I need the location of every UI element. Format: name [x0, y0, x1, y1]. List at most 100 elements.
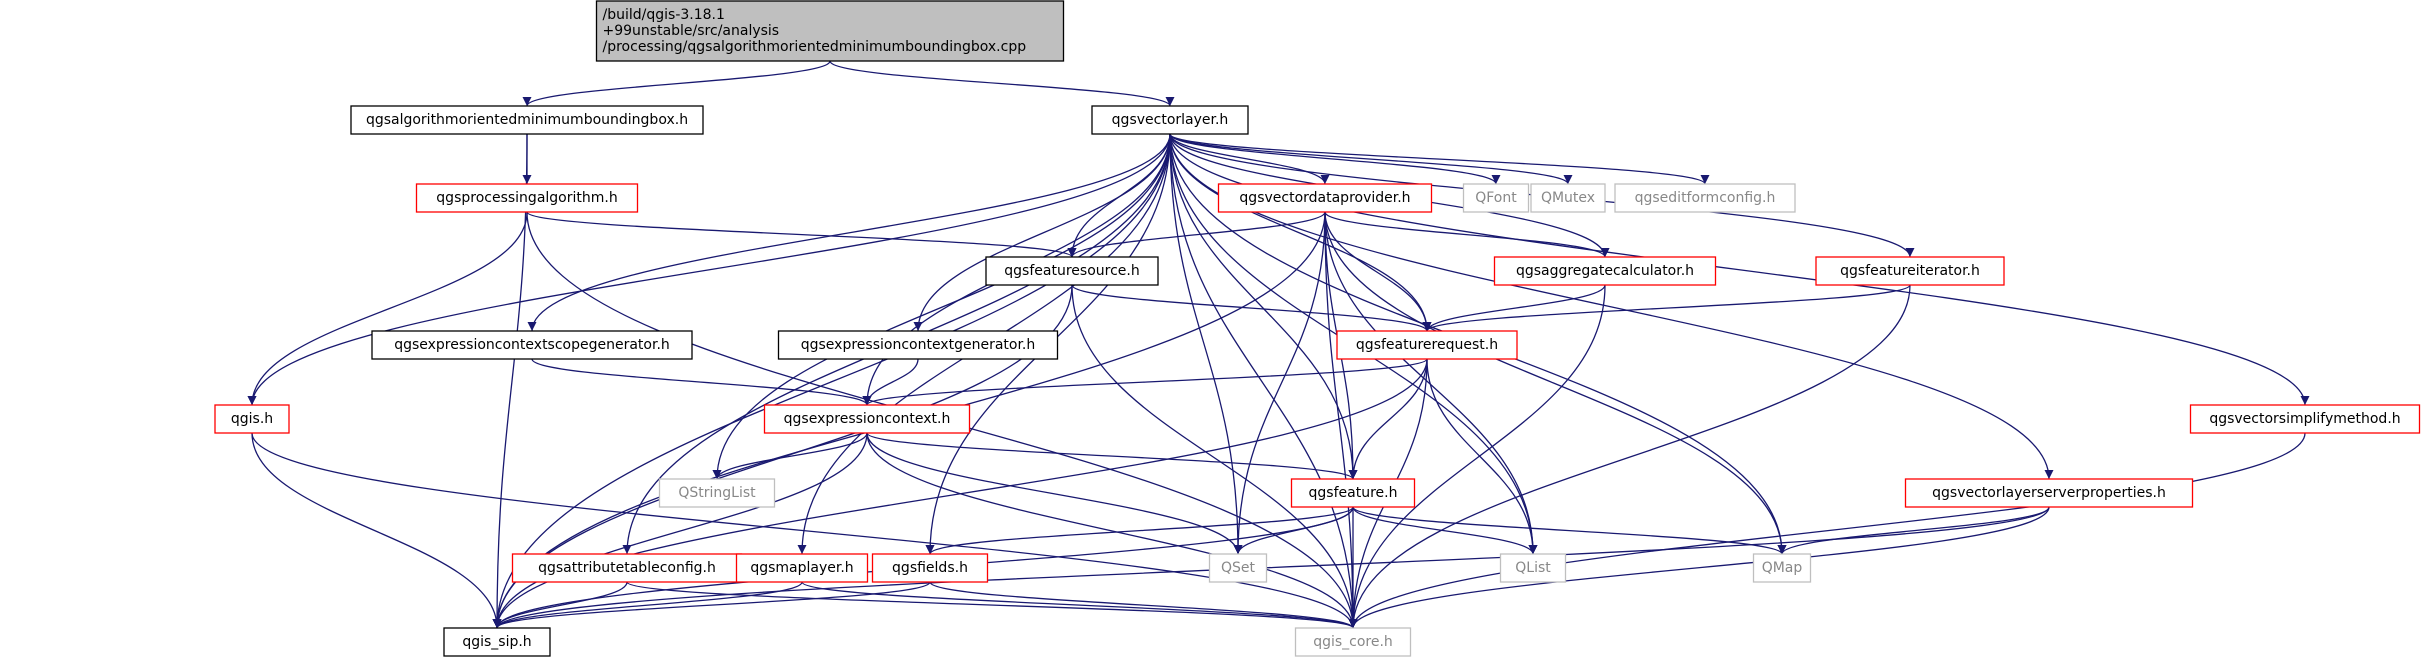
- node-attrtable-h[interactable]: qgsattributetableconfig.h: [511, 553, 743, 583]
- node-ecsg-h[interactable]: qgsexpressioncontextscopegenerator.h: [371, 330, 693, 360]
- dependency-edge: [626, 581, 1358, 629]
- node-box: [1091, 105, 1249, 135]
- node-box: [371, 330, 693, 360]
- node-box: [735, 553, 869, 583]
- node-label: qgseditformconfig.h: [1635, 190, 1776, 206]
- dependency-edge: [492, 581, 628, 629]
- node-label: qgsexpressioncontext.h: [784, 411, 951, 427]
- node-label: qgsvectordataprovider.h: [1239, 190, 1410, 206]
- dependency-edge-aggcalc_h-to-featreq_h: [1422, 284, 1606, 332]
- node-box: [1294, 627, 1412, 657]
- node-box: [415, 183, 639, 213]
- node-label: qgis.h: [231, 411, 273, 427]
- dependency-edge: [801, 581, 1358, 629]
- dependency-edge: [1348, 358, 1428, 480]
- node-feature-h[interactable]: qgsfeature.h: [1290, 478, 1416, 508]
- node-label: qgsprocessingalgorithm.h: [436, 190, 617, 206]
- dependency-edge-attrtable_h-to-sip_h: [492, 581, 628, 629]
- node-box: [214, 404, 290, 434]
- dependency-edge-vectorlayer_h-to-ecsg_h: [527, 133, 1171, 332]
- dependency-edge: [1169, 133, 1330, 185]
- node-featreq-h[interactable]: qgsfeaturerequest.h: [1336, 330, 1518, 360]
- node-box: [1336, 330, 1518, 360]
- dependency-edge-qgis_h-to-sip_h: [251, 432, 502, 629]
- node-simplify-h[interactable]: qgsvectorsimplifymethod.h: [2189, 404, 2421, 434]
- dependency-edge: [492, 506, 2050, 629]
- node-qgis-h[interactable]: qgis.h: [214, 404, 290, 434]
- dependency-edge-exprctx_h-to-qstringlist: [712, 432, 868, 480]
- node-label: qgis_core.h: [1313, 634, 1393, 650]
- node-box: [350, 105, 704, 135]
- dependency-edge-vectorlayer_h-to-vdp_h: [1169, 133, 1330, 185]
- dependency-edge: [492, 432, 868, 629]
- dependency-edge-vlsp_h-to-sip_h: [492, 506, 2050, 629]
- node-fields-h[interactable]: qgsfields.h: [871, 553, 989, 583]
- node-label: qgsfeature.h: [1309, 485, 1398, 501]
- node-featiter-h[interactable]: qgsfeatureiterator.h: [1815, 256, 2005, 286]
- dependency-edge: [1777, 506, 2050, 555]
- node-maplayer-h[interactable]: qgsmaplayer.h: [735, 553, 869, 583]
- dependency-edge-vdp_h-to-qlist: [1324, 211, 1538, 555]
- node-label: /build/qgis-3.18.1: [603, 7, 725, 23]
- dependency-edge: [1067, 211, 1326, 258]
- node-ecg-h[interactable]: qgsexpressioncontextgenerator.h: [777, 330, 1059, 360]
- node-featsource-h[interactable]: qgsfeaturesource.h: [985, 256, 1159, 286]
- node-ombb-h[interactable]: qgsalgorithmorientedminimumboundingbox.h: [350, 105, 704, 135]
- dependency-edge: [1169, 133, 1710, 185]
- dependency-edge: [247, 133, 1171, 406]
- node-label: qgis_sip.h: [462, 634, 531, 650]
- dependency-edge: [1348, 284, 1606, 629]
- node-aggcalc-h[interactable]: qgsaggregatecalculator.h: [1493, 256, 1717, 286]
- dependency-edge: [1426, 358, 1538, 555]
- dependency-edge: [492, 581, 803, 629]
- node-label: +99unstable/src/analysis: [603, 23, 780, 39]
- node-box: [1752, 553, 1812, 583]
- node-box: [1208, 553, 1268, 583]
- dependency-edge-vectorlayer_h-to-qgis_h: [247, 133, 1171, 406]
- dependency-edge: [712, 432, 868, 480]
- node-layer: /build/qgis-3.18.1+99unstable/src/analys…: [214, 0, 2421, 657]
- dependency-edge-featreq_h-to-feature_h: [1348, 358, 1428, 480]
- dependency-edge-exprctx_h-to-core_h: [866, 432, 1358, 629]
- dependency-edge-aggcalc_h-to-core_h: [1348, 284, 1606, 629]
- node-box: [1815, 256, 2005, 286]
- dependency-edge: [866, 432, 1358, 629]
- node-procalg-h[interactable]: qgsprocessingalgorithm.h: [415, 183, 639, 213]
- node-vlsp-h[interactable]: qgsvectorlayerserverproperties.h: [1904, 478, 2194, 508]
- node-qlist: QList: [1499, 553, 1567, 583]
- edge-layer: [247, 60, 2310, 629]
- node-label: qgsalgorithmorientedminimumboundingbox.h: [366, 112, 688, 128]
- node-box: [658, 478, 776, 508]
- node-label: qgsexpressioncontextgenerator.h: [801, 337, 1036, 353]
- node-sip-h[interactable]: qgis_sip.h: [443, 627, 551, 657]
- node-label: qgsfeatureiterator.h: [1840, 263, 1980, 279]
- dependency-edge: [1422, 284, 1911, 332]
- dependency-edge: [1071, 284, 1358, 629]
- node-box: [1493, 256, 1717, 286]
- node-vectorlayer-h[interactable]: qgsvectorlayer.h: [1091, 105, 1249, 135]
- dependency-edge: [492, 581, 931, 629]
- dependency-edge: [251, 432, 1358, 629]
- dependency-edge-maplayer_h-to-sip_h: [492, 581, 803, 629]
- dependency-edge: [1169, 133, 1573, 185]
- dependency-edge: [1352, 506, 1538, 555]
- node-label: QFont: [1475, 190, 1517, 206]
- dependency-edge: [866, 432, 1243, 555]
- node-label: qgsvectorlayerserverproperties.h: [1932, 485, 2166, 501]
- node-editform-h: qgseditformconfig.h: [1614, 183, 1796, 213]
- node-label: QList: [1515, 560, 1551, 576]
- dependency-edge-vdp_h-to-core_h: [1324, 211, 1358, 629]
- dependency-edge: [522, 60, 831, 107]
- node-box: [2189, 404, 2421, 434]
- node-box: [777, 330, 1059, 360]
- dependency-edge: [1169, 133, 1501, 185]
- dependency-edge-featiter_h-to-featreq_h: [1422, 284, 1911, 332]
- node-label: qgsvectorlayer.h: [1112, 112, 1229, 128]
- node-exprctx-h[interactable]: qgsexpressioncontext.h: [763, 404, 971, 434]
- node-vdp-h[interactable]: qgsvectordataprovider.h: [1217, 183, 1433, 213]
- dependency-edge-vectorlayer_h-to-qfont: [1169, 133, 1501, 185]
- dependency-edge-vectorlayer_h-to-editform_h: [1169, 133, 1710, 185]
- node-box: [1462, 183, 1530, 213]
- dependency-edge-exprctx_h-to-sip_h: [492, 432, 868, 629]
- node-qstringlist: QStringList: [658, 478, 776, 508]
